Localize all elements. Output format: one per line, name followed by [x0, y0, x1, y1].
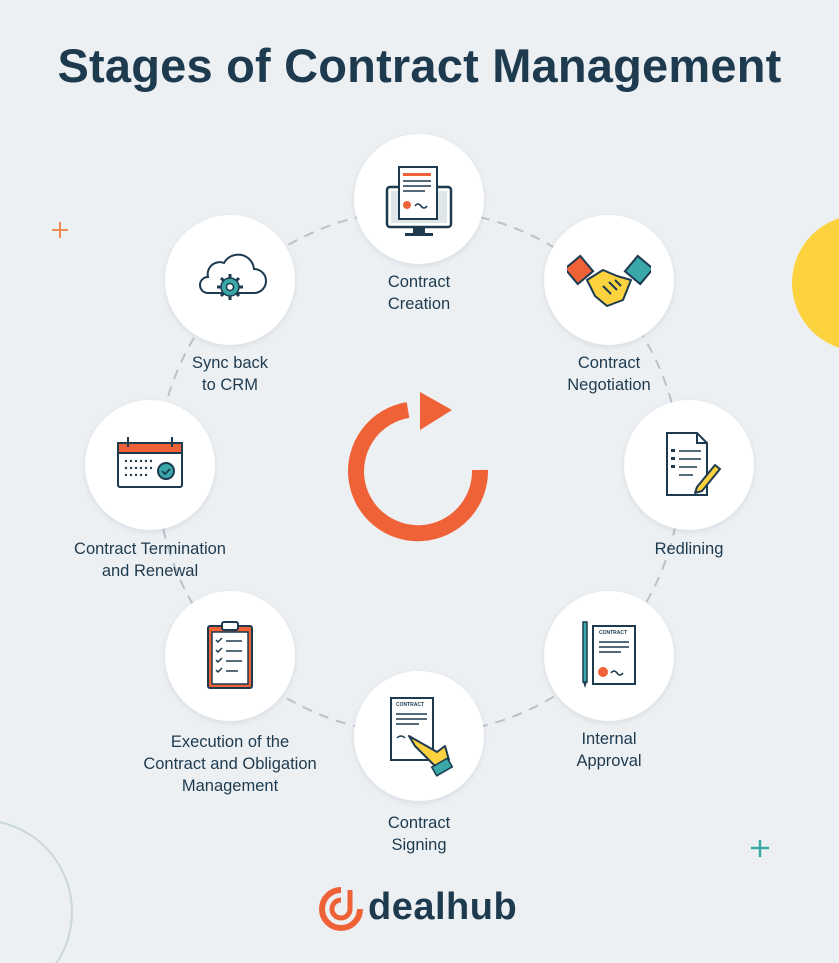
stage-internal-approval: CONTRACT: [544, 591, 674, 721]
yellow-half-circle: [792, 218, 839, 348]
dealhub-logo-icon: [319, 887, 363, 931]
stage-execution-obligation-management: [165, 591, 295, 721]
stage-redlining: [624, 400, 754, 530]
stage-contract-creation: [354, 134, 484, 264]
stage-label-contract-creation: Contract Creation: [387, 273, 451, 313]
stage-label-internal-approval: Internal Approval: [576, 730, 642, 770]
page-title: Stages of Contract Management: [57, 39, 782, 92]
svg-text:CONTRACT: CONTRACT: [599, 630, 627, 636]
stage-sync-back-to-crm: [165, 215, 295, 345]
stage-label-contract-negotiation: Contract Negotiation: [567, 354, 651, 394]
stage-label-execution-obligation-management: Execution of the Contract and Obligation…: [143, 733, 317, 795]
stage-label-contract-termination-renewal: Contract Termination and Renewal: [74, 540, 226, 580]
stage-label-redlining: Redlining: [654, 540, 724, 558]
stage-contract-negotiation: [544, 215, 674, 345]
dealhub-logo-text: dealhub: [368, 886, 518, 928]
stage-contract-signing: CONTRACT: [354, 671, 484, 801]
approved-contract-icon: CONTRACT: [582, 621, 636, 688]
handshake-icon: [567, 254, 651, 307]
stage-contract-termination-renewal: [85, 400, 215, 530]
svg-text:CONTRACT: CONTRACT: [396, 702, 424, 708]
plus-icon-orange: [52, 222, 68, 238]
clipboard-checklist-icon: [207, 621, 253, 689]
signing-hand-icon: CONTRACT: [390, 697, 454, 777]
stage-label-sync-back-to-crm: Sync back to CRM: [191, 354, 269, 394]
cycle-arrow-icon: [348, 392, 489, 542]
computer-contract-icon: [385, 166, 453, 236]
calendar-check-icon: [117, 437, 183, 488]
document-pencil-icon: [666, 432, 721, 496]
outline-circle: [0, 821, 73, 963]
cloud-gear-icon: [199, 253, 267, 300]
plus-icon-teal: [751, 840, 769, 857]
stage-label-contract-signing: Contract Signing: [387, 814, 451, 854]
